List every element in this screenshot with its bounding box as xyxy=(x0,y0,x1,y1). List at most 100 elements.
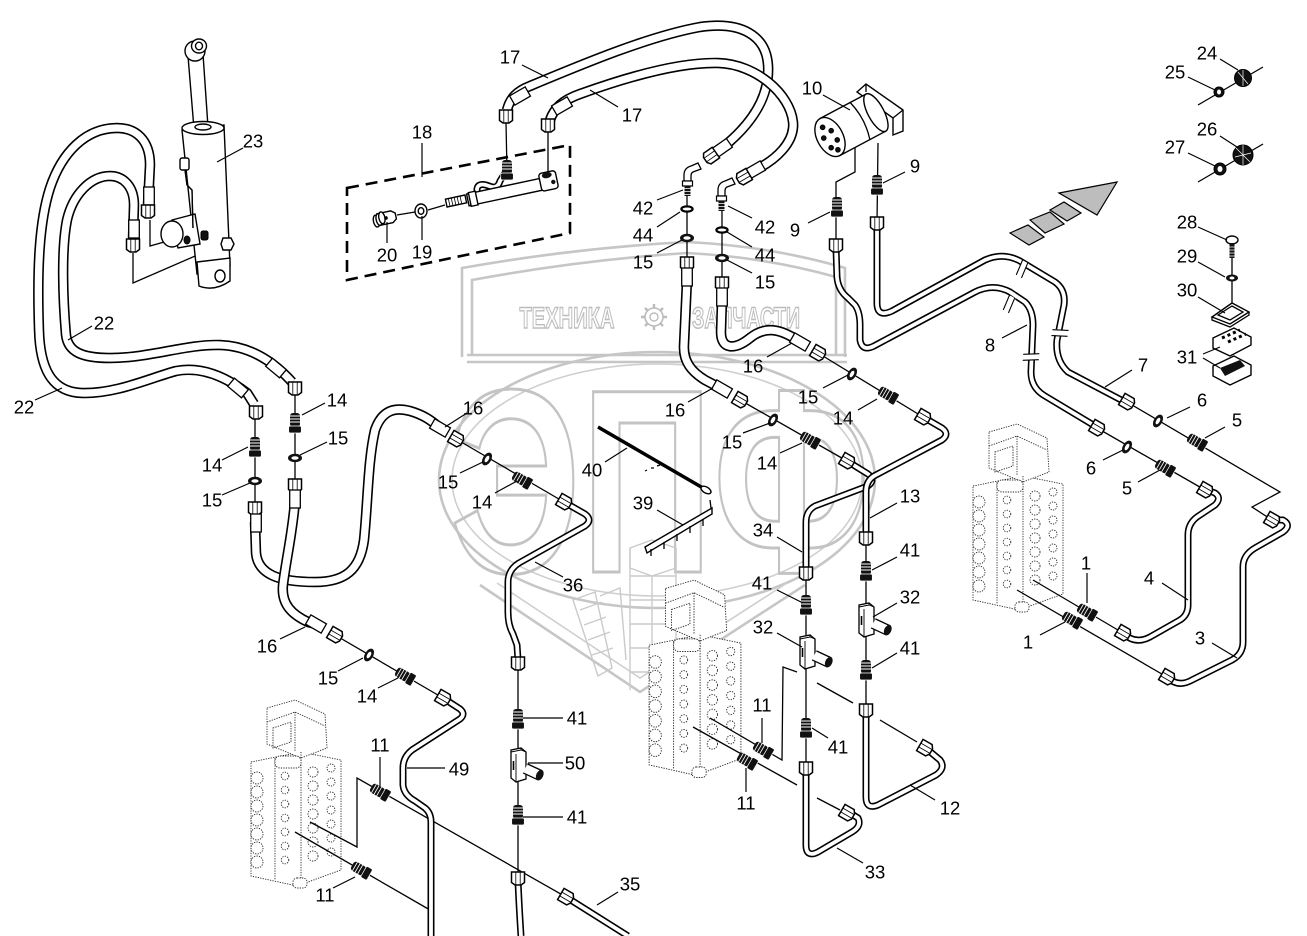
callout-label[interactable]: 1 xyxy=(1023,632,1033,653)
pipe-35[interactable] xyxy=(564,895,630,936)
callout-label[interactable]: 32 xyxy=(900,587,921,608)
callout-label[interactable]: 36 xyxy=(563,575,584,596)
hex-nut[interactable] xyxy=(287,381,303,396)
callout-label[interactable]: 11 xyxy=(315,885,334,906)
callout-label[interactable]: 14 xyxy=(202,455,223,476)
callout-label[interactable]: 6 xyxy=(1197,390,1207,411)
sealing-washer[interactable] xyxy=(248,476,262,486)
hex-nut[interactable] xyxy=(510,871,526,886)
hex-nut[interactable] xyxy=(325,625,346,645)
callout-label[interactable]: 16 xyxy=(665,400,686,421)
sealing-washer[interactable] xyxy=(715,253,729,263)
union-fitting[interactable] xyxy=(1152,457,1178,479)
pipe-3[interactable] xyxy=(1165,518,1290,686)
callout-label[interactable]: 39 xyxy=(633,493,654,514)
pipe-7[interactable] xyxy=(875,225,1126,404)
union-fitting[interactable] xyxy=(830,196,844,218)
callout-label[interactable]: 22 xyxy=(14,397,35,418)
hex-nut[interactable] xyxy=(248,405,264,420)
elbow-fitting[interactable] xyxy=(715,177,736,212)
callout-label[interactable]: 17 xyxy=(622,105,643,126)
callout-label[interactable]: 40 xyxy=(582,460,603,481)
callout-label[interactable]: 9 xyxy=(910,156,920,177)
callout-label[interactable]: 14 xyxy=(472,492,493,513)
pipe-13[interactable] xyxy=(864,415,948,535)
hose-sleeve[interactable] xyxy=(143,186,155,206)
hose-16-left-lower[interactable] xyxy=(279,499,317,628)
callout-label[interactable]: 5 xyxy=(1232,410,1242,431)
callout-label[interactable]: 27 xyxy=(1165,137,1186,158)
callout-label[interactable]: 41 xyxy=(752,573,773,594)
callout-label[interactable]: 41 xyxy=(828,737,849,758)
pipe-4[interactable] xyxy=(1121,488,1221,643)
callout-label[interactable]: 8 xyxy=(985,335,995,356)
union-fitting[interactable] xyxy=(392,665,418,687)
union-fitting[interactable] xyxy=(1184,431,1210,453)
clamp-31-upper[interactable] xyxy=(1212,327,1252,357)
callout-label[interactable]: 11 xyxy=(752,695,771,716)
callout-label[interactable]: 33 xyxy=(865,862,886,883)
hex-nut[interactable] xyxy=(798,761,814,776)
hose-22-outer[interactable] xyxy=(34,124,258,406)
callout-label[interactable]: 29 xyxy=(1177,246,1198,267)
callout-label[interactable]: 23 xyxy=(243,131,264,152)
callout-label[interactable]: 5 xyxy=(1122,478,1132,499)
elbow-fitting[interactable] xyxy=(681,162,702,197)
callout-label[interactable]: 32 xyxy=(753,617,774,638)
callout-label[interactable]: 3 xyxy=(1195,628,1205,649)
callout-label[interactable]: 15 xyxy=(202,490,223,511)
hose-sleeve[interactable] xyxy=(550,96,574,116)
callout-label[interactable]: 42 xyxy=(633,198,654,219)
hose-22-inner[interactable] xyxy=(59,172,295,385)
tee-fitting[interactable] xyxy=(510,747,547,783)
hose-17-inner[interactable] xyxy=(546,59,797,174)
thin-washer[interactable] xyxy=(680,205,694,213)
union-fitting[interactable] xyxy=(870,174,884,196)
callout-label[interactable]: 13 xyxy=(900,486,921,507)
callout-label[interactable]: 10 xyxy=(802,78,823,99)
callout-label[interactable]: 18 xyxy=(412,122,433,143)
hydraulic-motor[interactable] xyxy=(809,83,904,162)
callout-label[interactable]: 14 xyxy=(833,408,854,429)
hex-nut[interactable] xyxy=(140,204,156,219)
sealing-washer[interactable] xyxy=(680,233,694,243)
pipe-33[interactable] xyxy=(804,771,862,856)
bracket-39[interactable] xyxy=(644,499,713,556)
hex-nut[interactable] xyxy=(869,216,885,231)
hose-sleeve[interactable] xyxy=(304,614,328,634)
hose-sleeve[interactable] xyxy=(716,287,728,307)
union-fitting[interactable] xyxy=(859,560,873,582)
pipe-12[interactable] xyxy=(864,713,945,809)
callout-label[interactable]: 35 xyxy=(620,874,641,895)
callout-label[interactable]: 50 xyxy=(565,753,586,774)
callout-label[interactable]: 15 xyxy=(438,472,459,493)
callout-label[interactable]: 1 xyxy=(1081,553,1091,574)
hose-sleeve[interactable] xyxy=(508,86,532,106)
union-fitting[interactable] xyxy=(799,717,813,739)
hex-nut[interactable] xyxy=(540,118,556,133)
callout-label[interactable]: 16 xyxy=(463,398,484,419)
callout-label[interactable]: 15 xyxy=(798,387,819,408)
thin-washer[interactable] xyxy=(715,226,729,234)
hex-nut[interactable] xyxy=(1262,510,1283,530)
callout-label[interactable]: 19 xyxy=(412,242,433,263)
callout-label[interactable]: 7 xyxy=(1138,355,1148,376)
pipe-49[interactable] xyxy=(401,696,465,936)
callout-label[interactable]: 26 xyxy=(1197,119,1218,140)
pipe-36[interactable] xyxy=(506,500,591,661)
callout-label[interactable]: 15 xyxy=(722,432,743,453)
assembly-18[interactable] xyxy=(345,143,572,282)
hose-sleeve[interactable] xyxy=(289,489,301,509)
hex-nut[interactable] xyxy=(858,531,874,546)
hydraulic-cylinder[interactable] xyxy=(160,38,235,289)
callout-label[interactable]: 44 xyxy=(633,225,654,246)
callout-label[interactable]: 49 xyxy=(449,759,470,780)
callout-label[interactable]: 14 xyxy=(357,686,378,707)
callout-label[interactable]: 28 xyxy=(1177,212,1198,233)
hex-nut[interactable] xyxy=(247,501,263,516)
callout-label[interactable]: 31 xyxy=(1177,347,1198,368)
callout-label[interactable]: 16 xyxy=(257,636,278,657)
union-fitting[interactable] xyxy=(511,708,525,730)
callout-label[interactable]: 14 xyxy=(327,390,348,411)
callout-label[interactable]: 17 xyxy=(500,47,521,68)
